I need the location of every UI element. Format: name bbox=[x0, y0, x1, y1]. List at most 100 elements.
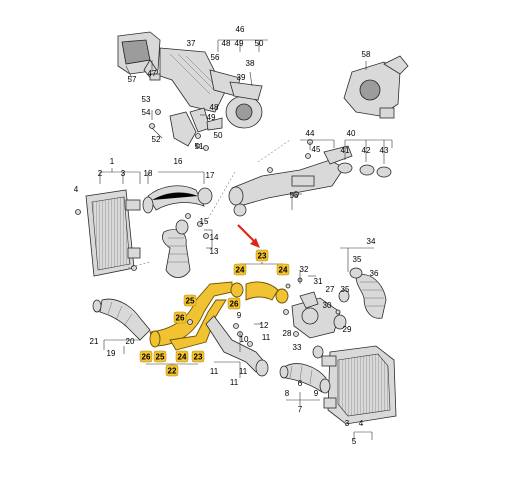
callout-c50a: 50 bbox=[255, 39, 264, 48]
callout-c58: 58 bbox=[362, 50, 371, 59]
callout-c28: 28 bbox=[283, 329, 292, 338]
charge-air-pipe bbox=[228, 145, 353, 217]
callout-c45: 45 bbox=[312, 145, 321, 154]
badge-b26c: 26 bbox=[139, 350, 153, 363]
callout-c4a: 4 bbox=[74, 185, 79, 194]
callout-c29: 29 bbox=[343, 325, 352, 334]
leader-line bbox=[151, 127, 163, 139]
svg-text:25: 25 bbox=[186, 297, 195, 306]
callout-c19: 19 bbox=[107, 349, 116, 358]
badge-b25a: 25 bbox=[183, 294, 197, 307]
leader-lines bbox=[99, 39, 393, 440]
callout-c27: 27 bbox=[326, 285, 335, 294]
svg-text:24: 24 bbox=[279, 266, 288, 275]
hose-20 bbox=[92, 298, 151, 341]
callout-c43: 43 bbox=[380, 146, 389, 155]
callout-c50b: 50 bbox=[214, 131, 223, 140]
callout-c15: 15 bbox=[200, 217, 209, 226]
hose-14 bbox=[162, 219, 209, 278]
callout-c46: 46 bbox=[236, 25, 245, 34]
callout-c47: 47 bbox=[148, 69, 157, 78]
callout-c10: 10 bbox=[240, 335, 249, 344]
hose-7 bbox=[279, 363, 331, 394]
throttle-module bbox=[343, 55, 409, 119]
callout-c38: 38 bbox=[246, 59, 255, 68]
red-indicator-arrow bbox=[237, 224, 260, 248]
pipe-10 bbox=[205, 315, 269, 377]
callout-c12: 12 bbox=[260, 321, 269, 330]
callout-c20: 20 bbox=[126, 337, 135, 346]
callout-c6: 6 bbox=[298, 379, 303, 388]
badge-b23a: 23 bbox=[255, 249, 269, 262]
hose-clamps-41-43 bbox=[307, 139, 392, 178]
callout-c37: 37 bbox=[187, 39, 196, 48]
badge-b24c: 24 bbox=[175, 350, 189, 363]
callout-c11b: 11 bbox=[239, 367, 248, 376]
svg-text:23: 23 bbox=[258, 252, 267, 261]
svg-text:23: 23 bbox=[194, 353, 203, 362]
callout-c33: 33 bbox=[293, 343, 302, 352]
callout-c49a: 49 bbox=[235, 39, 244, 48]
callout-c53: 53 bbox=[142, 95, 151, 104]
badge-b22: 22 bbox=[165, 364, 179, 377]
callout-c9: 9 bbox=[237, 311, 242, 320]
callout-c31: 31 bbox=[314, 277, 323, 286]
right-intercooler bbox=[321, 345, 397, 425]
callout-c1: 1 bbox=[110, 157, 115, 166]
svg-text:25: 25 bbox=[156, 353, 165, 362]
callout-c57: 57 bbox=[128, 75, 137, 84]
callout-c14: 14 bbox=[210, 233, 219, 242]
callout-c48a: 48 bbox=[222, 39, 231, 48]
callout-c8: 8 bbox=[285, 389, 290, 398]
hose-36 bbox=[335, 267, 387, 319]
svg-text:24: 24 bbox=[236, 266, 245, 275]
callout-c54: 54 bbox=[142, 108, 151, 117]
badge-b23b: 23 bbox=[191, 350, 205, 363]
callout-c36: 36 bbox=[370, 269, 379, 278]
callout-c48b: 48 bbox=[210, 103, 219, 112]
callout-c32: 32 bbox=[300, 265, 309, 274]
callout-c3b: 3 bbox=[345, 419, 350, 428]
egr-cooler-assembly bbox=[117, 31, 263, 151]
callout-c18: 18 bbox=[144, 169, 153, 178]
callout-c55: 55 bbox=[290, 191, 299, 200]
badge-b24a: 24 bbox=[233, 263, 247, 276]
svg-text:26: 26 bbox=[230, 300, 239, 309]
callout-c34: 34 bbox=[367, 237, 376, 246]
leader-line bbox=[249, 71, 253, 87]
callout-c11d: 11 bbox=[230, 378, 239, 387]
callout-c52: 52 bbox=[152, 135, 161, 144]
callout-c49b: 49 bbox=[207, 113, 216, 122]
svg-text:26: 26 bbox=[176, 314, 185, 323]
flap-housing bbox=[283, 277, 347, 359]
left-intercooler bbox=[75, 189, 141, 277]
upper-left-hose bbox=[142, 185, 213, 227]
parts-layer bbox=[75, 31, 409, 425]
callout-c39: 39 bbox=[237, 73, 246, 82]
highlighted-charge-tubes bbox=[149, 281, 289, 351]
callout-c44: 44 bbox=[306, 129, 315, 138]
callout-c35b: 35 bbox=[341, 285, 350, 294]
callout-c30: 30 bbox=[323, 301, 332, 310]
callout-c11c: 11 bbox=[210, 367, 219, 376]
callout-c21: 21 bbox=[90, 337, 99, 346]
callout-c41: 41 bbox=[341, 146, 350, 155]
svg-text:22: 22 bbox=[168, 367, 177, 376]
callout-c51: 51 bbox=[195, 142, 204, 151]
callout-c2: 2 bbox=[98, 169, 103, 178]
svg-text:26: 26 bbox=[142, 353, 151, 362]
callout-c42: 42 bbox=[362, 146, 371, 155]
callout-c40: 40 bbox=[347, 129, 356, 138]
svg-text:24: 24 bbox=[178, 353, 187, 362]
callout-c56: 56 bbox=[211, 53, 220, 62]
leader-line bbox=[125, 65, 133, 79]
badge-b26a: 26 bbox=[227, 297, 241, 310]
callout-c7: 7 bbox=[298, 405, 303, 414]
callout-c9b: 9 bbox=[314, 389, 319, 398]
callout-c16: 16 bbox=[174, 157, 183, 166]
badge-b26b: 26 bbox=[173, 311, 187, 324]
callout-c11a: 11 bbox=[262, 333, 271, 342]
